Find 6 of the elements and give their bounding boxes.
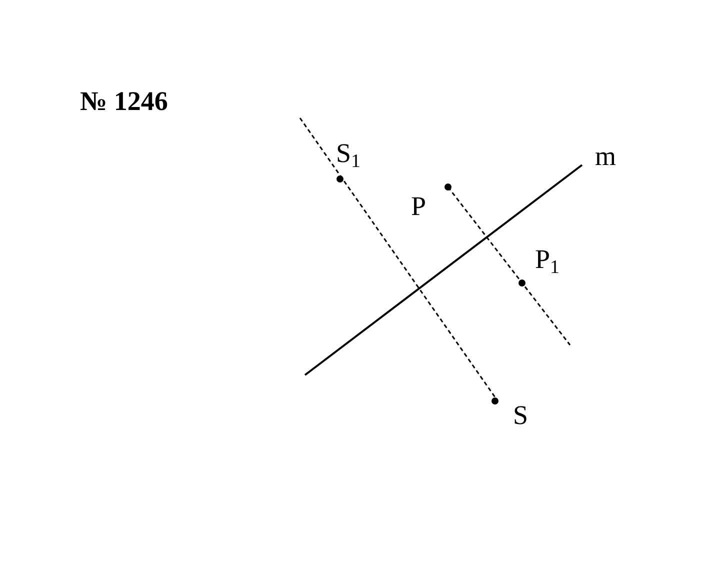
title: № 1246: [80, 86, 168, 117]
point-label: S: [513, 402, 528, 429]
point-label: S$_{1}$: [336, 140, 361, 171]
point-label: P$_{1}$: [535, 246, 560, 277]
point-label: P: [411, 193, 426, 220]
line-label: m: [595, 143, 616, 170]
